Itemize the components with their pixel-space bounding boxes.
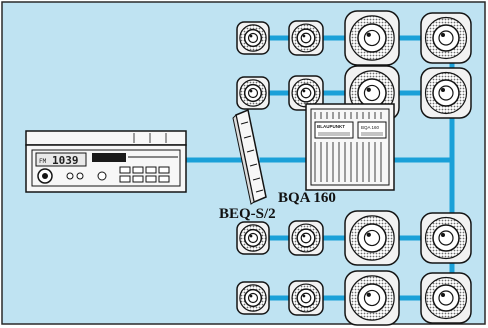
- speaker-icon: [288, 220, 324, 256]
- amplifier-icon: BLAUPUNKT BQA 160: [305, 103, 395, 191]
- cassette-slot: [92, 153, 126, 162]
- amplifier-brand: BLAUPUNKT: [317, 124, 345, 129]
- speaker-icon: [420, 12, 472, 64]
- speaker-icon: [236, 76, 270, 110]
- speaker-icon: [288, 280, 324, 316]
- speaker-icon: [344, 210, 400, 266]
- speaker-icon: [236, 281, 270, 315]
- amplifier-panel-model: BQA 160: [361, 125, 380, 130]
- radio-band: FM: [39, 158, 47, 165]
- speaker-icon: [420, 67, 472, 119]
- speaker-array: [236, 10, 472, 326]
- equalizer-label: BEQ-S/2: [219, 206, 276, 222]
- car-radio-icon: FM 1039: [25, 130, 187, 193]
- speaker-icon: [420, 272, 472, 324]
- speaker-icon: [344, 270, 400, 326]
- speaker-icon: [288, 20, 324, 56]
- speaker-icon: [420, 212, 472, 264]
- amplifier-label: BQA 160: [278, 190, 336, 206]
- equalizer-icon: [232, 108, 267, 205]
- speaker-icon: [288, 75, 324, 111]
- speaker-icon: [344, 10, 400, 66]
- speaker-icon: [236, 221, 270, 255]
- speaker-icon: [236, 21, 270, 55]
- radio-frequency: 1039: [52, 154, 79, 167]
